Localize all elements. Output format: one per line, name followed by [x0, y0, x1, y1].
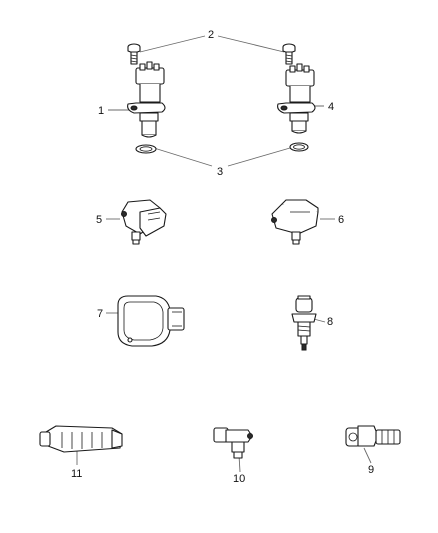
- bolt-left: [127, 43, 141, 65]
- pressure-switch-right: [345, 425, 401, 447]
- callout-9: 9: [368, 464, 374, 476]
- bolt-right: [282, 43, 296, 65]
- o-ring-right: [289, 142, 309, 152]
- cam-sensor-left: [127, 61, 166, 138]
- position-sensor-left: [39, 425, 123, 453]
- temperature-sensor: [291, 295, 317, 351]
- cam-sensor-right: [277, 63, 316, 134]
- callout-5: 5: [96, 214, 102, 226]
- map-sensor-left: [121, 199, 167, 245]
- callout-2: 2: [208, 29, 214, 41]
- leader-3-right: [227, 147, 291, 167]
- callout-labels: 2 1 4 3 5 6 7 8 9 10 11: [71, 29, 374, 485]
- callout-1: 1: [98, 105, 104, 117]
- leader-2-right: [217, 35, 285, 53]
- leader-3-left: [153, 147, 213, 167]
- leader-lines: [76, 35, 372, 473]
- o-ring-left: [135, 144, 157, 154]
- callout-8: 8: [327, 316, 333, 328]
- callout-6: 6: [338, 214, 344, 226]
- callout-4: 4: [328, 101, 334, 113]
- callout-10: 10: [233, 473, 245, 485]
- speed-sensor-center: [213, 427, 253, 459]
- leader-9: [363, 447, 372, 464]
- callout-11: 11: [71, 468, 82, 480]
- pressure-sensor-plate: [117, 295, 185, 347]
- map-sensor-right: [271, 199, 319, 245]
- callout-3: 3: [217, 166, 223, 178]
- callout-7: 7: [97, 308, 103, 320]
- leader-2-left: [139, 35, 206, 53]
